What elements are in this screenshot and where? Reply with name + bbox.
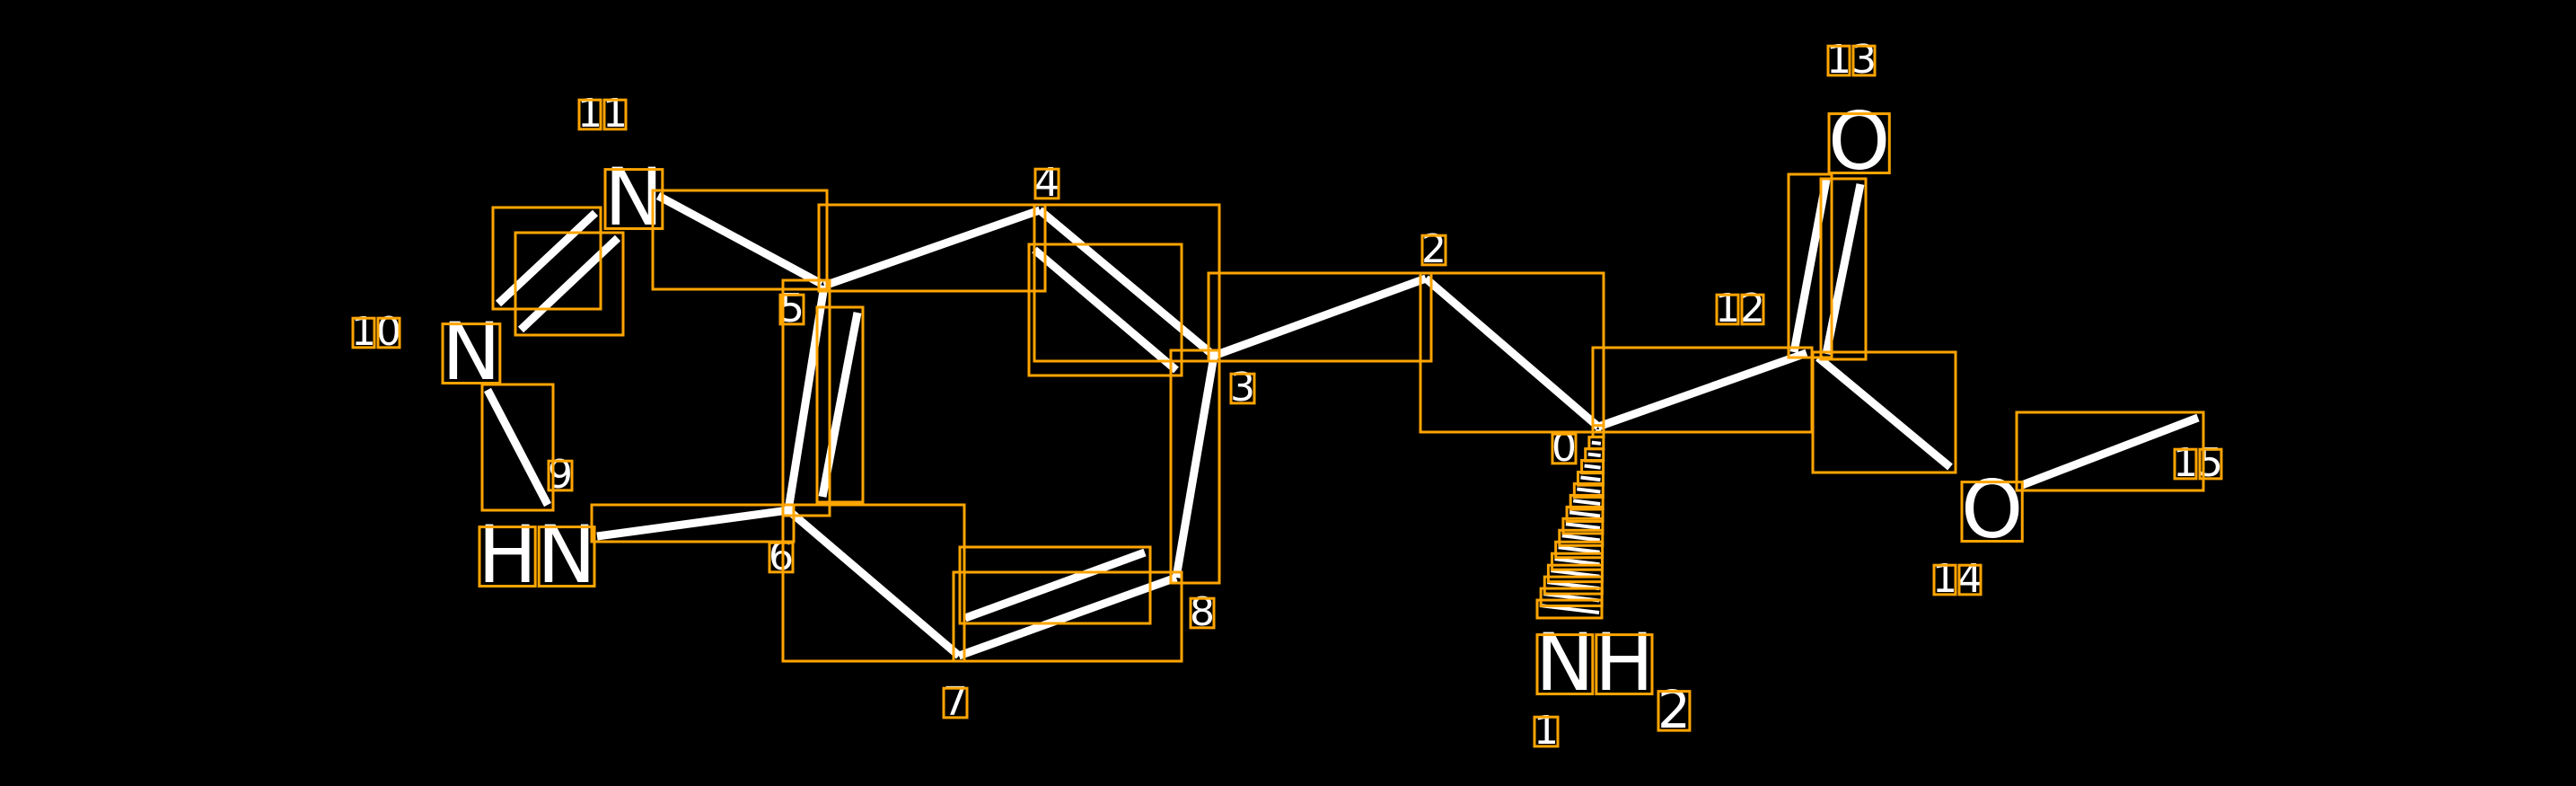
bond-9-10-box <box>480 383 555 512</box>
bond-4-3-box <box>1033 203 1221 363</box>
wedge-hash <box>1569 510 1601 518</box>
wedge-hash-box <box>1561 517 1605 535</box>
bond-6-5-inner-box <box>815 305 865 504</box>
bond-4-3-inner-box <box>1027 243 1183 377</box>
wedge-hash-box <box>1539 587 1604 608</box>
wedge-hash <box>1565 522 1601 530</box>
index-14-char-box <box>1957 563 1983 596</box>
wedge-hash <box>1561 534 1601 543</box>
index-10-char-box <box>351 316 376 349</box>
atom-hn9-char-box <box>537 525 596 588</box>
bond-6-9 <box>596 506 789 541</box>
wedge-hash-box <box>1543 575 1604 596</box>
bond-11-5-box <box>651 189 829 291</box>
wedge-hash <box>1551 569 1600 578</box>
bond-6-5-inner <box>818 312 862 498</box>
bond-3-2 <box>1212 274 1428 360</box>
bond-2-0-box <box>1419 271 1605 434</box>
bond-10-11-box <box>491 206 602 311</box>
atom-nh1-char-box <box>1595 633 1654 696</box>
atom-indices: 0 1 2 3 4 5 6 7 8 9 10 11 12 13 14 15 <box>351 37 2223 754</box>
bond-8-7 <box>957 573 1178 660</box>
bond-3-8 <box>1172 355 1218 578</box>
bond-7-6-box <box>781 503 966 663</box>
bond-4-3-inner <box>1032 246 1179 374</box>
bond-12-13-inner-box <box>1819 177 1868 361</box>
index-1-box <box>1533 715 1560 748</box>
index-11-char-box <box>577 98 602 131</box>
wedge-hash-box <box>1569 493 1605 511</box>
atom-labels: N N HN NH 2 O O <box>442 95 2023 740</box>
wedge-hash <box>1584 464 1601 470</box>
wedge-hash <box>1558 545 1600 554</box>
bond-9-10 <box>484 387 551 508</box>
wedge-hash <box>1572 499 1601 506</box>
atom-nh1-subscript-box <box>1657 690 1692 732</box>
atom-nh1-char-box <box>1535 633 1595 696</box>
wedge-hash-box <box>1565 505 1605 523</box>
bond-4-3 <box>1037 207 1217 359</box>
index-13-char-box <box>1851 44 1877 77</box>
index-0-box <box>1551 432 1578 465</box>
index-2-box <box>1420 234 1447 267</box>
bond-0-12 <box>1596 349 1808 431</box>
bonds <box>484 179 2200 660</box>
bond-10-11-inner-box <box>514 231 625 337</box>
atom-n10-box <box>441 322 502 385</box>
wedge-hash <box>1591 440 1602 446</box>
bond-14-15 <box>2020 413 2200 490</box>
index-8-box <box>1189 596 1216 630</box>
wedge-hash-box <box>1572 481 1605 499</box>
bond-7-6 <box>786 507 962 659</box>
bounding-boxes <box>351 44 2223 748</box>
index-12-char-box <box>1715 293 1740 326</box>
wedge-hash-box <box>1535 598 1604 620</box>
bond-6-9-box <box>590 503 796 543</box>
hashed-wedge-bond-0-1 <box>1539 428 1602 614</box>
bond-12-14 <box>1816 354 1953 471</box>
index-4-box <box>1033 167 1060 200</box>
wedge-hash-box <box>1558 528 1605 547</box>
bond-10-11 <box>495 209 599 307</box>
index-9-box <box>547 459 574 492</box>
bond-6-5-box <box>781 278 831 517</box>
wedge-hash <box>1577 487 1601 494</box>
bond-8-7-inner <box>963 548 1147 623</box>
index-5-box <box>778 293 805 326</box>
bond-2-0 <box>1423 275 1601 430</box>
bond-8-7-inner-box <box>958 545 1152 625</box>
index-11-char-box <box>602 98 628 131</box>
index-13-char-box <box>1826 44 1851 77</box>
bond-5-4-box <box>817 203 1047 293</box>
bond-3-2-box <box>1207 271 1433 363</box>
atom-hn9-char-box <box>478 525 537 588</box>
index-7-box <box>942 686 969 720</box>
wedge-hash <box>1554 557 1600 567</box>
bond-8-7-box <box>952 570 1183 663</box>
index-3-box <box>1229 372 1256 405</box>
index-15-char-box <box>2198 447 2223 481</box>
bond-5-4 <box>822 206 1042 290</box>
bond-12-13-box <box>1787 172 1833 359</box>
index-12-char-box <box>1740 293 1765 326</box>
wedge-hash-box <box>1551 552 1605 571</box>
index-15-char-box <box>2173 447 2198 481</box>
bond-14-15-box <box>2015 411 2205 492</box>
wedge-hash <box>1587 452 1601 458</box>
wedge-hash-box <box>1546 563 1604 584</box>
wedge-hash-box <box>1576 470 1605 487</box>
index-10-char-box <box>376 316 401 349</box>
atom-o13-box <box>1827 112 1891 175</box>
bond-12-14-box <box>1811 350 1957 474</box>
bond-10-11-inner <box>517 234 621 333</box>
atom-o14-box <box>1960 481 2024 543</box>
atom-n11-box <box>603 168 664 231</box>
bond-11-5 <box>655 192 824 287</box>
index-14-char-box <box>1932 563 1957 596</box>
bond-3-8-box <box>1169 349 1221 585</box>
index-6-box <box>768 541 795 574</box>
wedge-hash-box <box>1554 540 1605 560</box>
wedge-hash <box>1580 475 1601 482</box>
